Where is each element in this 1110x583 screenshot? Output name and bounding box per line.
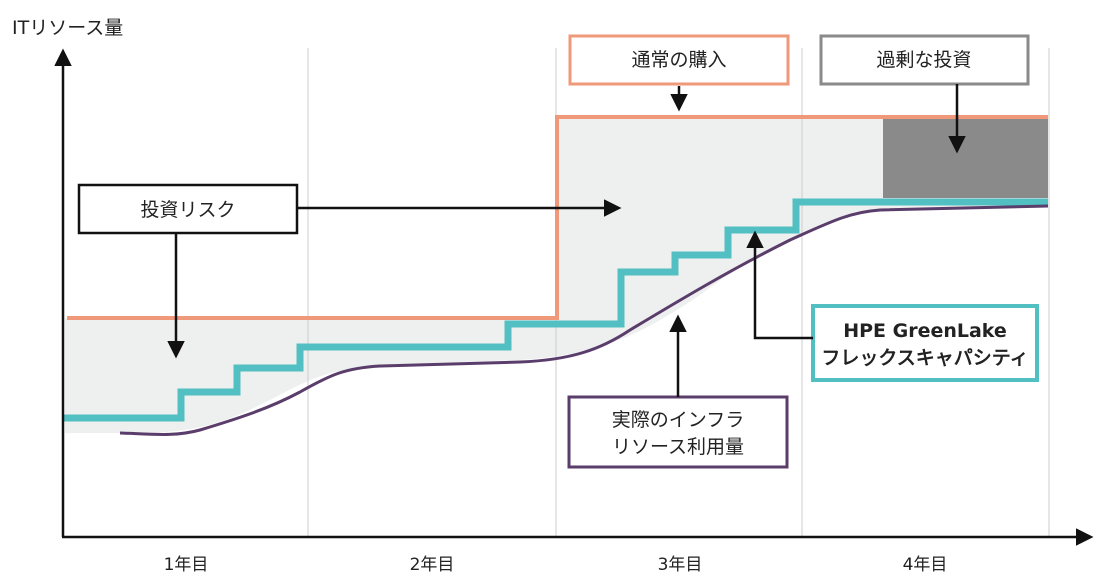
x-tick-year-4: 4年目 <box>903 555 948 575</box>
greenlake-label-line1: HPE GreenLake <box>843 320 1007 342</box>
greenlake-arrow <box>746 230 813 340</box>
greenlake-box <box>811 304 1039 382</box>
normal-purchase-line <box>67 115 1048 320</box>
y-axis-label: ITリソース量 <box>12 17 123 39</box>
x-tick-year-2: 2年目 <box>410 555 455 575</box>
x-tick-year-1: 1年目 <box>164 555 209 575</box>
over-investment-label: 過剰な投資 <box>876 49 971 71</box>
actual-usage-label-line2: リソース利用量 <box>612 436 744 458</box>
investment-risk-box <box>77 183 299 235</box>
actual-usage-curve <box>119 204 1049 436</box>
x-tick-year-3: 3年目 <box>658 555 703 575</box>
normal-purchase-box <box>568 34 790 86</box>
greenlake-capacity-line <box>63 198 1048 422</box>
actual-usage-label-line1: 実際のインフラ <box>612 409 744 431</box>
normal-purchase-label: 通常の購入 <box>631 49 726 71</box>
greenlake-label-line2: フレックスキャパシティ <box>821 347 1028 369</box>
over-investment-area <box>883 117 1048 198</box>
actual-usage-box <box>567 395 789 469</box>
investment-risk-label: 投資リスク <box>140 199 235 221</box>
over-investment-box <box>819 34 1030 86</box>
